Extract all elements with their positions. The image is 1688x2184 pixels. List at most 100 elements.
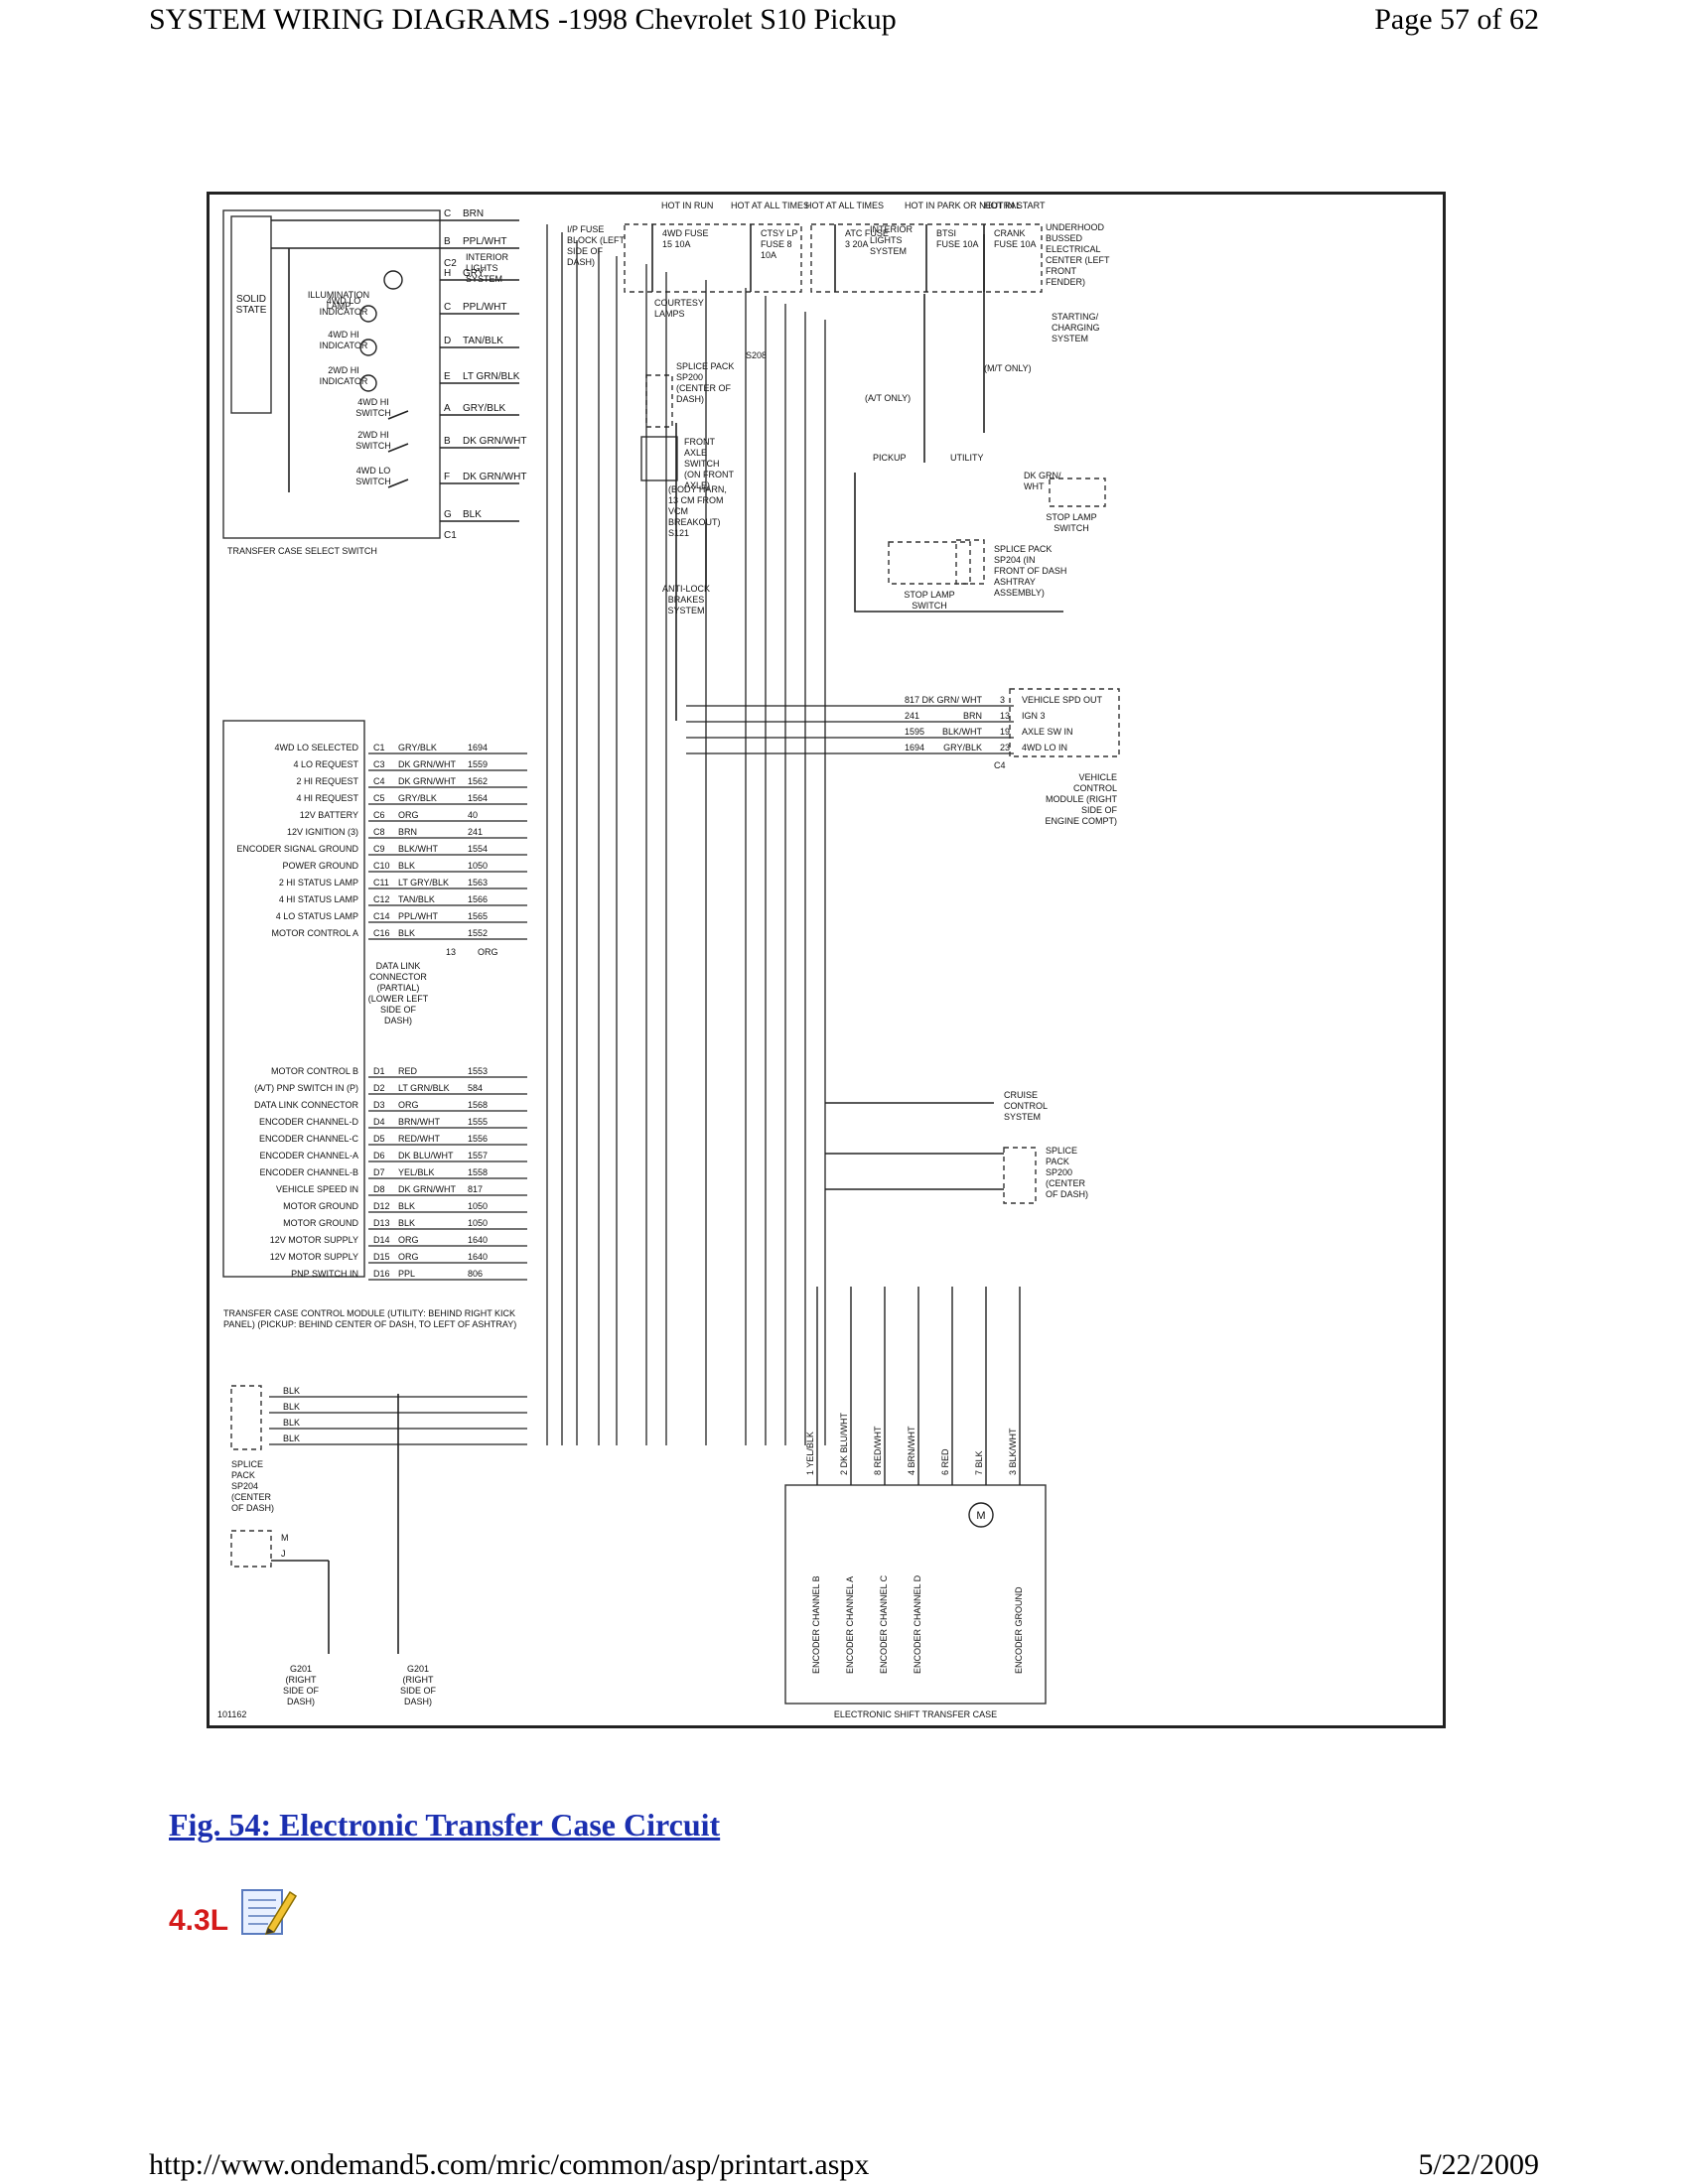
select-switch-pin: C (444, 208, 451, 219)
tccm-c-circuit: 1565 (468, 911, 488, 921)
ground-right-label: SIDE OF (400, 1686, 437, 1696)
tccm-label: TRANSFER CASE CONTROL MODULE (UTILITY: B… (223, 1308, 515, 1318)
tccm-d-pin: D15 (373, 1252, 390, 1262)
fuse-label: 15 10A (662, 239, 691, 249)
indicator-label: 4WD HI (328, 330, 359, 340)
underhood-label: FENDER) (1046, 277, 1085, 287)
front-axle-switch-box (640, 436, 678, 481)
tccm-c-pin: C16 (373, 928, 390, 938)
tccm-c-pin: C1 (373, 743, 385, 752)
splice-sp204-left-label: SPLICE (231, 1459, 263, 1469)
tccm-d-wire: DK BLU/WHT (398, 1151, 454, 1160)
splice-sp204-right-label: SPLICE PACK (994, 544, 1052, 554)
splice-sp200-top: SPLICE PACK (676, 361, 734, 371)
front-axle-switch-label: (ON FRONT (684, 470, 734, 479)
vcm-circuit: 817 (905, 695, 919, 705)
shift-case-func: ENCODER CHANNEL A (845, 1576, 855, 1674)
led-icon (359, 305, 377, 323)
tccm-d-wire: RED (398, 1066, 418, 1076)
antilock-label: BRAKES (668, 595, 705, 605)
fuse-label: CRANK (994, 228, 1026, 238)
courtesy-lamps-label: COURTESY (654, 298, 704, 308)
tccm-d-circuit: 1556 (468, 1134, 488, 1144)
select-switch-box (222, 209, 441, 539)
vcm-pin: 3 (1000, 695, 1005, 705)
tccm-c-circuit: 1552 (468, 928, 488, 938)
body-harn-label: (BODY HARN, (668, 484, 727, 494)
tccm-c-circuit: 1554 (468, 844, 488, 854)
indicator-label: INDICATOR (320, 341, 368, 350)
shift-case-pin-wire: 6 RED (940, 1448, 950, 1475)
solid-state-label: STATE (236, 305, 267, 316)
shift-case-func: ENCODER CHANNEL B (811, 1575, 821, 1674)
tccm-c-pin: C8 (373, 827, 385, 837)
stop-lamp-switch-label: SWITCH (912, 601, 947, 611)
vcm-label: ENGINE COMPT) (1045, 816, 1117, 826)
starting-charging-label: SYSTEM (1052, 334, 1088, 343)
motor-letter: M (976, 1510, 985, 1522)
dlc-pin: 13 (446, 947, 456, 957)
tccm-d-circuit: 1640 (468, 1235, 488, 1245)
interior-lights-label: LIGHTS (466, 263, 498, 273)
vcm-circuit: 1694 (905, 743, 924, 752)
stop-lamp-switch-label: STOP LAMP (904, 590, 954, 600)
solid-state-label: SOLID (236, 294, 266, 305)
shift-case-pin-wire: 7 BLK (974, 1450, 984, 1475)
tccm-d-func: ENCODER CHANNEL-C (259, 1134, 359, 1144)
vcm-func: AXLE SW IN (1022, 727, 1073, 737)
tccm-d-circuit: 1555 (468, 1117, 488, 1127)
fuse-label: FUSE 10A (936, 239, 979, 249)
tccm-c-func: 4 LO STATUS LAMP (276, 911, 358, 921)
tccm-c-wire: PPL/WHT (398, 911, 439, 921)
tccm-box (222, 720, 365, 1278)
hot-at-all-times-2: HOT AT ALL TIMES (805, 201, 884, 210)
splice-sp200-right-label: SP200 (1046, 1167, 1072, 1177)
splice-sp204-right-label: FRONT OF DASH (994, 566, 1066, 576)
tccm-c-circuit: 1050 (468, 861, 488, 871)
shift-case-pin-wire: 3 BLK/WHT (1008, 1428, 1018, 1475)
tccm-c-wire: BLK (398, 928, 415, 938)
starting-charging-label: STARTING/ (1052, 312, 1099, 322)
led-icon (359, 339, 377, 356)
dlc-wire: ORG (478, 947, 498, 957)
tccm-c-wire: BLK (398, 861, 415, 871)
tccm-c-func: 2 HI REQUEST (296, 776, 358, 786)
tccm-c-func: 2 HI STATUS LAMP (279, 878, 358, 887)
connector-c1: C1 (444, 530, 457, 541)
tccm-d-func: MOTOR CONTROL B (271, 1066, 358, 1076)
engine-section-label: 4.3L (169, 1904, 229, 1937)
tccm-d-circuit: 1568 (468, 1100, 488, 1110)
tccm-d-circuit: 584 (468, 1083, 483, 1093)
tccm-c-pin: C14 (373, 911, 390, 921)
tccm-d-circuit: 1050 (468, 1218, 488, 1228)
tccm-d-func: MOTOR GROUND (283, 1201, 358, 1211)
select-switch-wire: PPL/WHT (463, 236, 506, 247)
notepad-pencil-icon[interactable] (238, 1884, 300, 1938)
dlc-label: (LOWER LEFT (368, 994, 429, 1004)
tccm-d-func: MOTOR GROUND (283, 1218, 358, 1228)
splice-sp200-top: SP200 (676, 372, 703, 382)
splice-sp200-right-label: SPLICE (1046, 1146, 1077, 1156)
ip-fuse-block-label: SIDE OF (567, 246, 604, 256)
tccm-c-pin: C11 (373, 878, 389, 887)
splice-sp200-right-label: PACK (1046, 1157, 1069, 1166)
dlc-label: CONNECTOR (369, 972, 427, 982)
tccm-c-wire: BLK/WHT (398, 844, 439, 854)
lamp-icon (383, 270, 403, 290)
vcm-label: SIDE OF (1081, 805, 1118, 815)
tccm-d-pin: D4 (373, 1117, 385, 1127)
tccm-d-pin: D6 (373, 1151, 385, 1160)
tccm-c-circuit: 1562 (468, 776, 488, 786)
figure-caption-link[interactable]: Fig. 54: Electronic Transfer Case Circui… (169, 1807, 721, 1843)
fuse-label: FUSE 8 (761, 239, 792, 249)
front-axle-switch-label: SWITCH (684, 459, 720, 469)
illumination-lamp-label: LAMP (327, 301, 352, 311)
indicator-label: INDICATOR (320, 376, 368, 386)
fuse-label: 10A (761, 250, 776, 260)
splice-sp204-right-label: SP204 (IN (994, 555, 1036, 565)
tccm-c-circuit: 1559 (468, 759, 488, 769)
select-switch-pin: B (444, 436, 451, 447)
tccm-c-pin: C5 (373, 793, 385, 803)
vcm-wire: BRN (963, 711, 982, 721)
tccm-c-circuit: 40 (468, 810, 478, 820)
